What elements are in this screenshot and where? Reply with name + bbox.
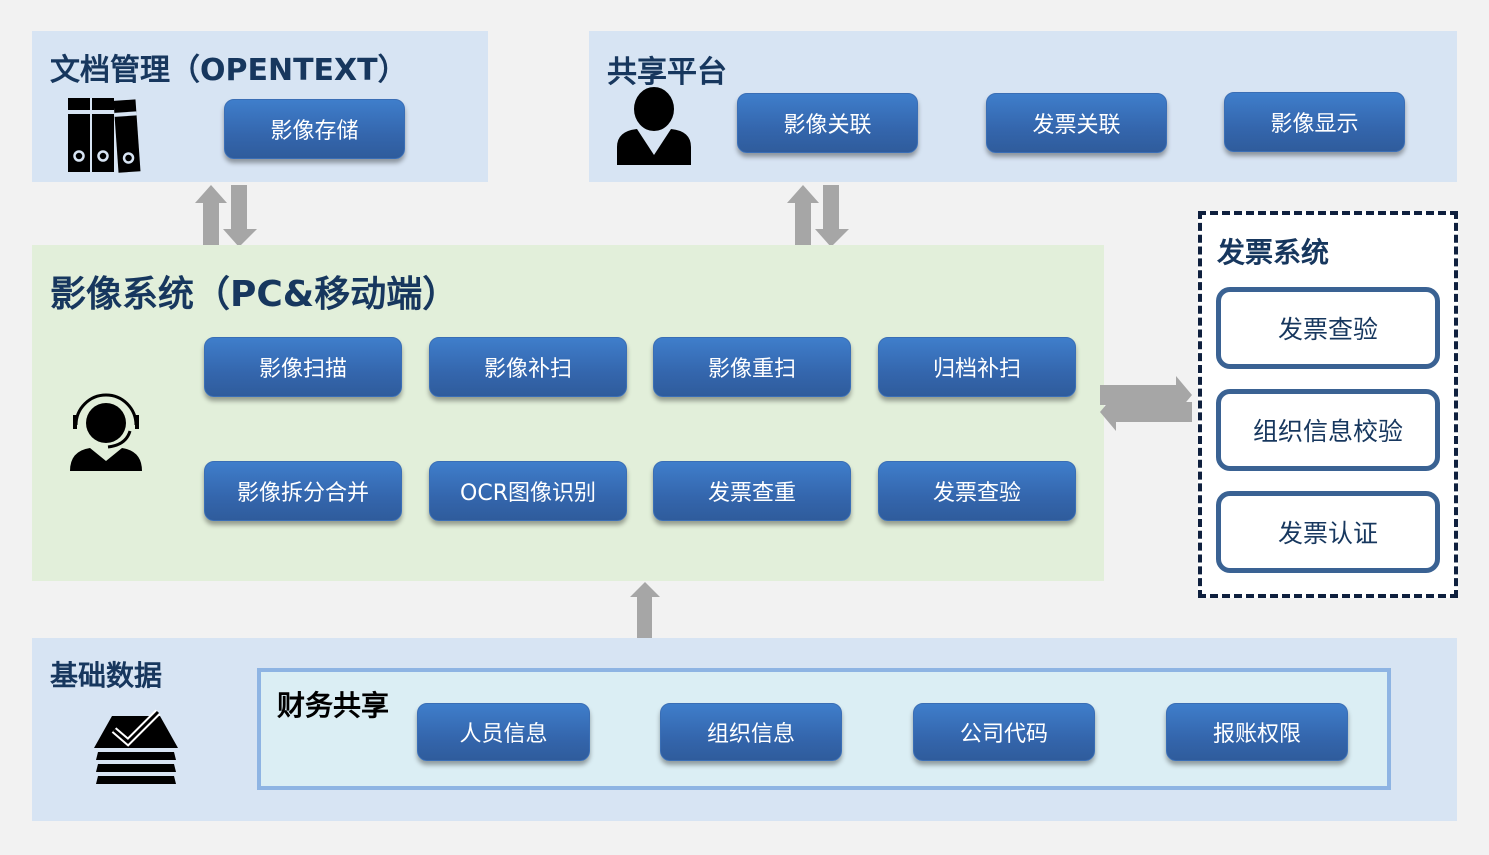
invoice-system-panel: 发票系统 发票查验 组织信息校验 发票认证 (1198, 211, 1458, 598)
image-display-button[interactable]: 影像显示 (1224, 92, 1405, 152)
reimbursement-permission-button[interactable]: 报账权限 (1166, 703, 1348, 761)
binders-icon (68, 96, 148, 174)
image-association-button[interactable]: 影像关联 (737, 93, 918, 153)
image-split-merge-button[interactable]: 影像拆分合并 (204, 461, 402, 521)
image-storage-button[interactable]: 影像存储 (224, 99, 405, 159)
invoice-system-verify-button[interactable]: 发票查验 (1216, 287, 1440, 369)
invoice-verify-button[interactable]: 发票查验 (878, 461, 1076, 521)
company-code-button[interactable]: 公司代码 (913, 703, 1095, 761)
headset-operator-icon (68, 393, 144, 471)
image-rescan-supplement-button[interactable]: 影像补扫 (429, 337, 627, 397)
image-system-title: 影像系统（PC&移动端） (50, 274, 459, 315)
invoice-system-title: 发票系统 (1217, 236, 1330, 269)
invoice-certify-button[interactable]: 发票认证 (1216, 491, 1440, 573)
doc-management-panel: 文档管理（OPENTEXT） 影像存储 (32, 31, 488, 182)
checklist-stack-icon (94, 708, 178, 786)
up-arrow (629, 582, 661, 638)
user-icon (615, 87, 695, 165)
base-data-title: 基础数据 (50, 659, 163, 692)
doc-management-title: 文档管理（OPENTEXT） (50, 53, 408, 88)
org-info-check-button[interactable]: 组织信息校验 (1216, 389, 1440, 471)
invoice-duplicate-check-button[interactable]: 发票查重 (653, 461, 851, 521)
archive-supplement-scan-button[interactable]: 归档补扫 (878, 337, 1076, 397)
image-scan-button[interactable]: 影像扫描 (204, 337, 402, 397)
finance-share-group: 财务共享 人员信息 组织信息 公司代码 报账权限 (257, 668, 1391, 790)
ocr-recognition-button[interactable]: OCR图像识别 (429, 461, 627, 521)
org-info-button[interactable]: 组织信息 (660, 703, 842, 761)
bidirectional-horizontal-arrow (1100, 376, 1192, 436)
share-platform-panel: 共享平台 影像关联 发票关联 影像显示 (589, 31, 1457, 182)
image-rescan-button[interactable]: 影像重扫 (653, 337, 851, 397)
invoice-association-button[interactable]: 发票关联 (986, 93, 1167, 153)
personnel-info-button[interactable]: 人员信息 (417, 703, 590, 761)
finance-share-title: 财务共享 (277, 689, 390, 722)
share-platform-title: 共享平台 (607, 55, 727, 90)
image-system-panel: 影像系统（PC&移动端） 影像扫描 影像补扫 影像重扫 归档补扫 影像拆分合并 … (32, 245, 1104, 581)
bidirectional-vertical-arrow-right (787, 185, 851, 247)
bidirectional-vertical-arrow-left (195, 185, 259, 247)
base-data-panel: 基础数据 财务共享 人员信息 组织信息 公司代码 报账权限 (32, 638, 1457, 821)
